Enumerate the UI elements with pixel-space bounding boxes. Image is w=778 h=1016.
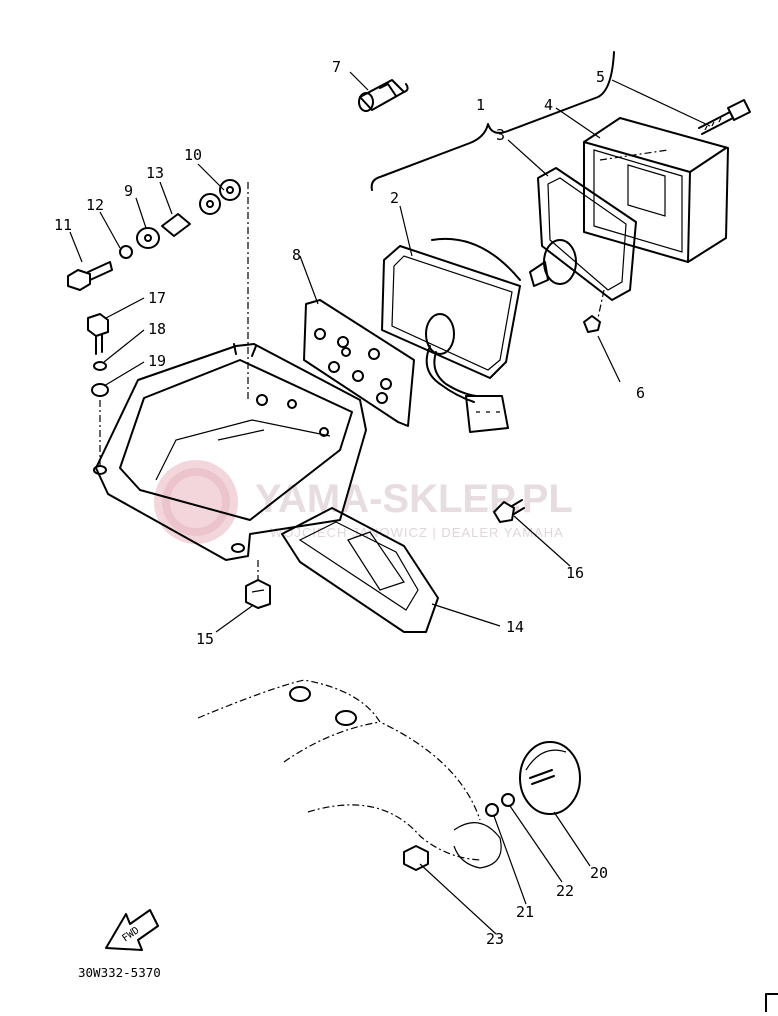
watermark: YAMA-SKLEP.PL WOJCIECH JANOWICZ | DEALER… <box>154 460 573 544</box>
corner-mark <box>765 993 778 1013</box>
callout-15: 15 <box>196 630 214 648</box>
callout-19: 19 <box>148 352 166 370</box>
callout-16: 16 <box>566 564 584 582</box>
part-14-stay <box>281 507 439 633</box>
part-11-bolt <box>67 261 113 291</box>
watermark-brand: YAMA-SKLEP.PL <box>255 477 573 521</box>
callout-3: 3 <box>496 126 505 144</box>
callout-5: 5 <box>596 68 605 86</box>
callout-20: 20 <box>590 864 608 882</box>
part-8-plate <box>303 299 415 427</box>
fwd-arrow-icon: FWD <box>105 909 159 951</box>
callout-22: 22 <box>556 882 574 900</box>
part-17-bolt <box>87 313 109 355</box>
callout-8: 8 <box>292 246 301 264</box>
part-9-washer <box>136 227 160 249</box>
rear-fender <box>197 679 502 869</box>
part-10-grommets <box>199 179 241 215</box>
part-4-tail-lens <box>583 117 729 263</box>
callout-21: 21 <box>516 903 534 921</box>
callout-6: 6 <box>636 384 645 402</box>
callout-9: 9 <box>124 182 133 200</box>
part-2-housing <box>381 237 521 433</box>
leader-lines <box>69 71 711 935</box>
callout-1: 1 <box>476 96 485 114</box>
part-7-bulb-socket <box>358 79 409 112</box>
callout-12: 12 <box>86 196 104 214</box>
part-code: 30W332-5370 <box>78 965 161 980</box>
callout-4: 4 <box>544 96 553 114</box>
callout-17: 17 <box>148 289 166 307</box>
part-3-gasket <box>537 167 637 319</box>
callout-10: 10 <box>184 146 202 164</box>
part-5-screw <box>698 99 751 135</box>
bulb <box>529 239 577 287</box>
part-23-nut <box>403 845 429 871</box>
part-18-washer <box>93 361 107 371</box>
part-15-clip <box>245 560 271 609</box>
callout-14: 14 <box>506 618 524 636</box>
callout-2: 2 <box>390 189 399 207</box>
callout-11: 11 <box>54 216 72 234</box>
part-16-screw <box>493 499 525 523</box>
part-22-washer <box>501 793 515 807</box>
part-6-clip <box>583 315 601 333</box>
watermark-tagline: WOJCIECH JANOWICZ | DEALER YAMAHA <box>270 525 564 540</box>
part-21-spring-washer <box>485 803 499 817</box>
callout-labels: 1 2 3 4 5 6 7 8 9 10 11 12 13 14 15 16 1… <box>54 58 645 948</box>
part-1-bracket <box>370 51 615 191</box>
part-13-collar <box>161 213 191 237</box>
callout-7: 7 <box>332 58 341 76</box>
callout-18: 18 <box>148 320 166 338</box>
callout-13: 13 <box>146 164 164 182</box>
part-12-spring-washer <box>119 245 133 259</box>
callout-23: 23 <box>486 930 504 948</box>
part-19-washer <box>91 383 109 397</box>
tail-tray <box>93 343 367 561</box>
part-20-reflector <box>519 741 581 815</box>
